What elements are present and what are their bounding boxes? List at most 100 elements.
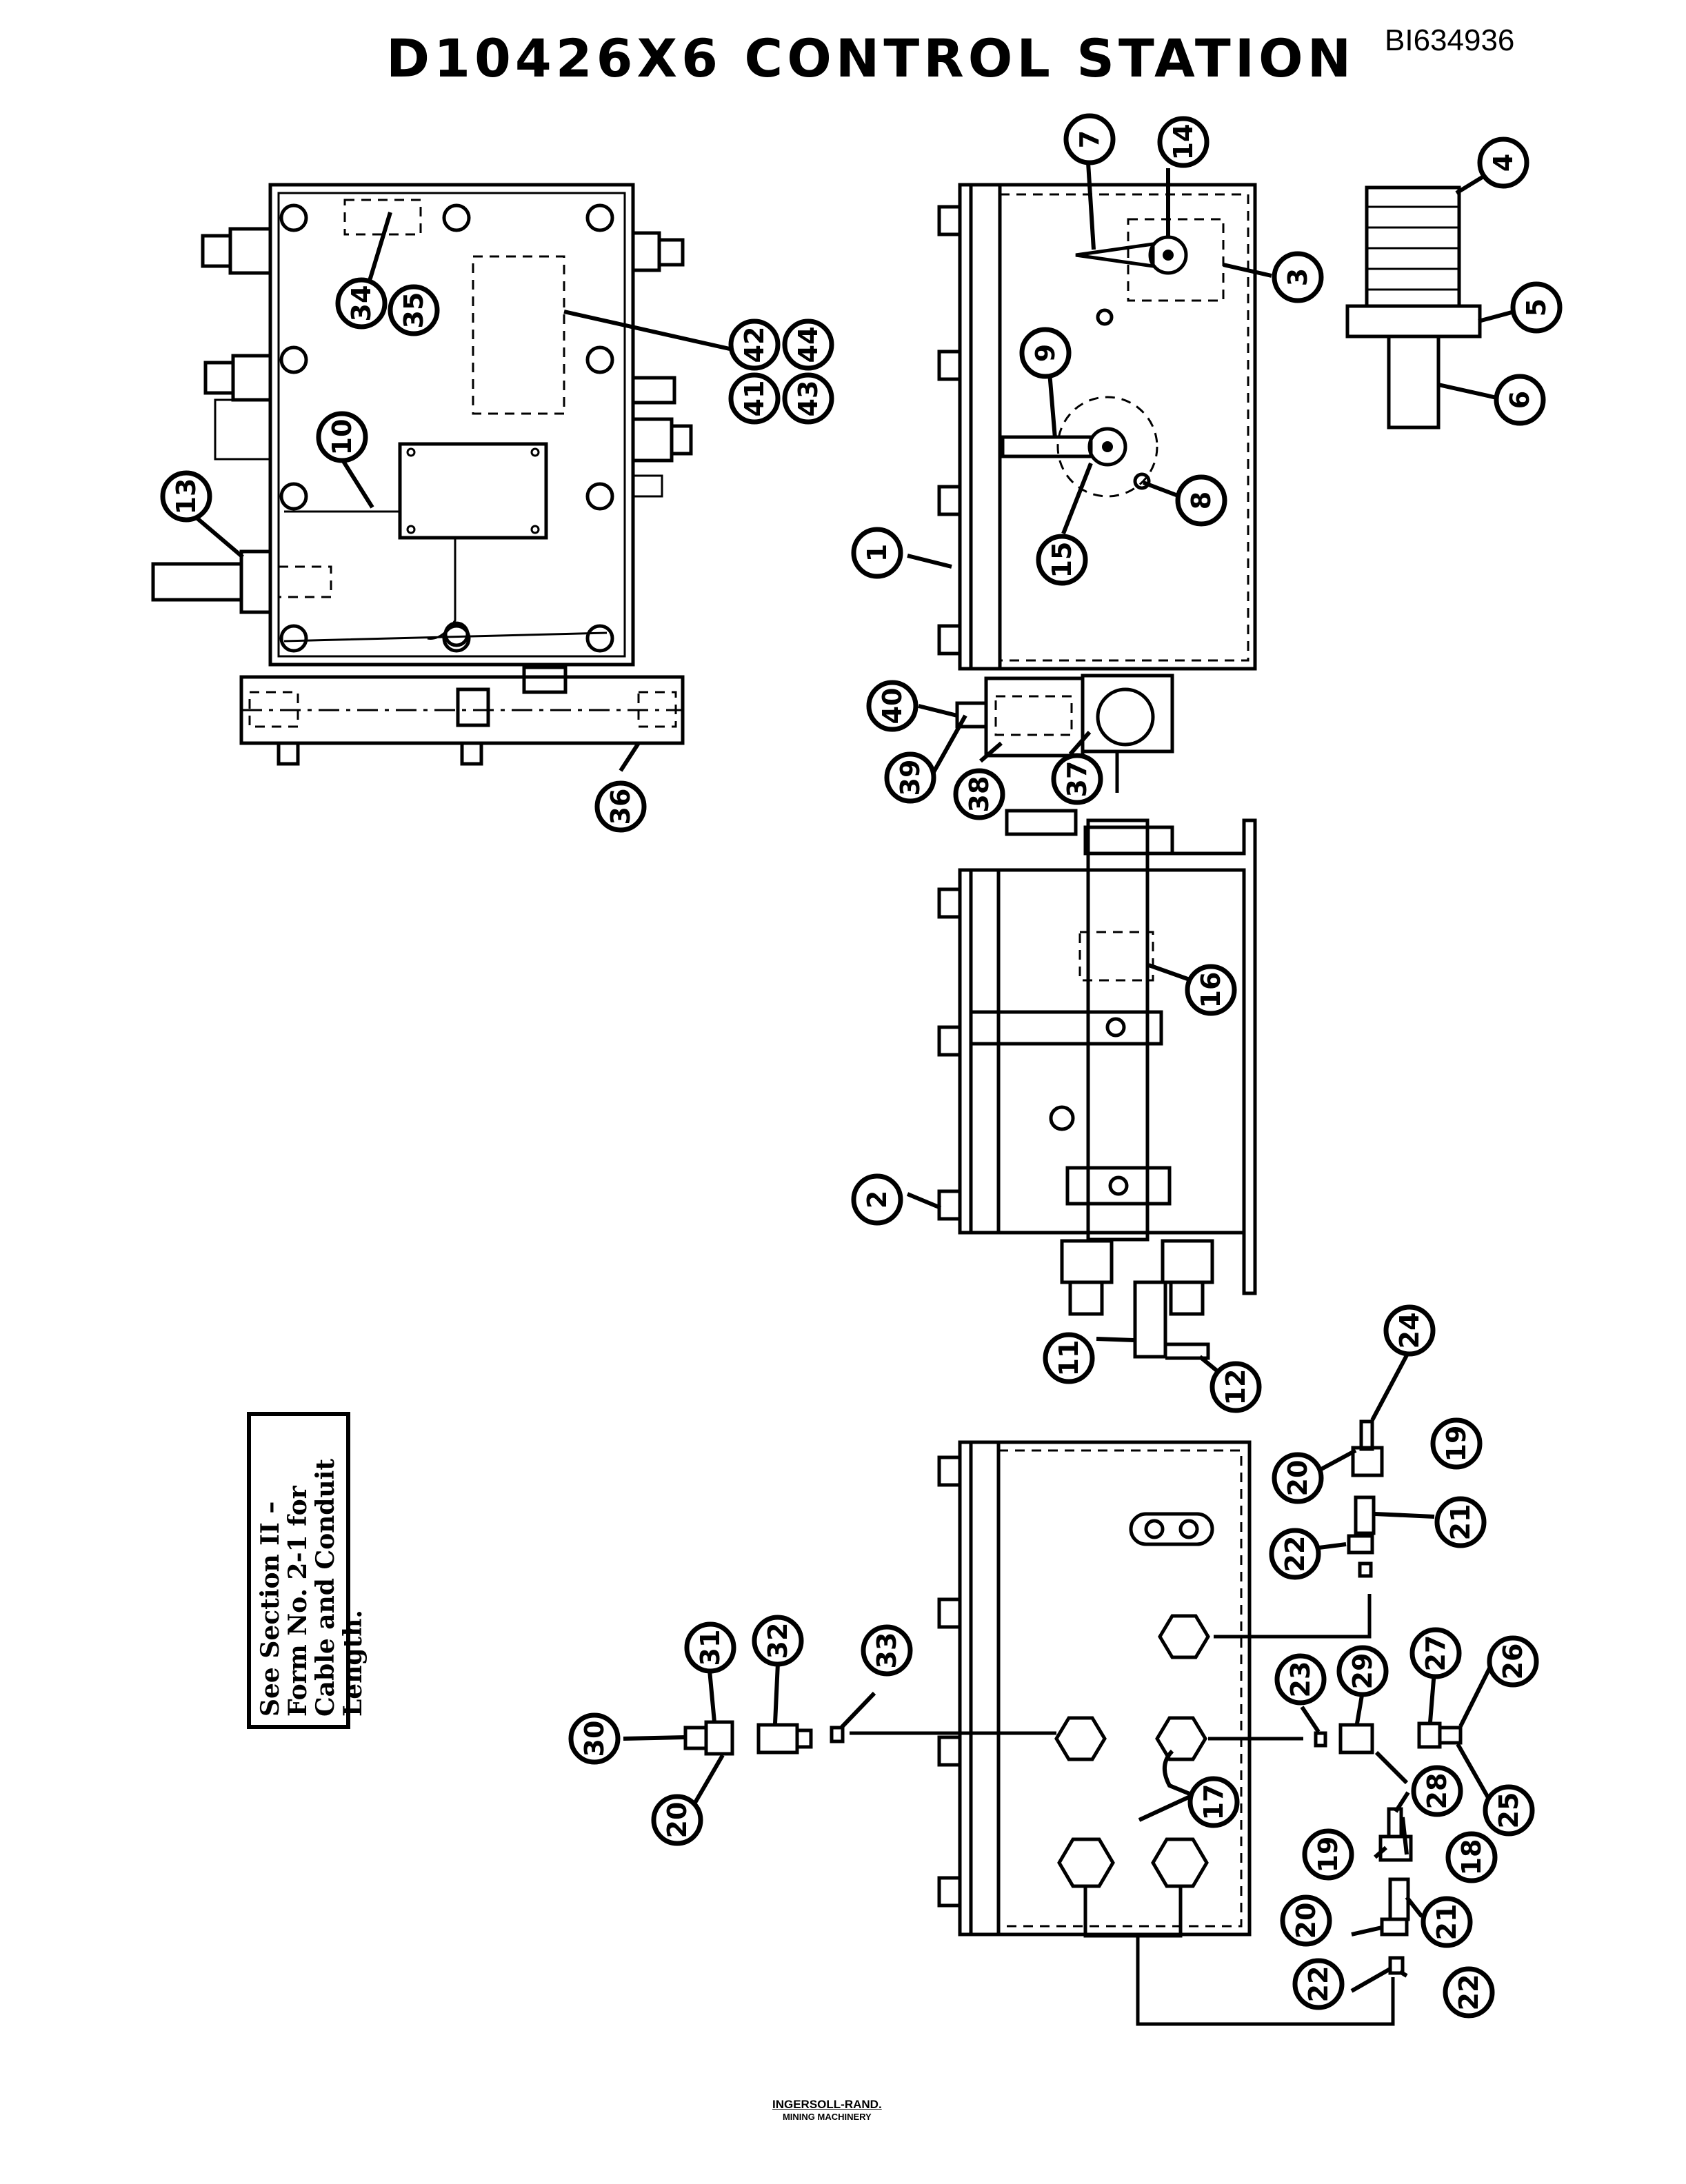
callout-7-label: 7	[1074, 130, 1105, 148]
enclosure-lower-view	[937, 1440, 1252, 1938]
callout-20-lower-label: 20	[1291, 1903, 1321, 1939]
callout-36: 36	[594, 780, 647, 833]
callout-22: 22	[1269, 1528, 1321, 1580]
company-logo: INGERSOLL-RAND. MINING MACHINERY	[772, 2099, 882, 2123]
callout-33: 33	[861, 1624, 913, 1677]
callout-24-label: 24	[1394, 1313, 1425, 1349]
callout-19-lower: 19	[1302, 1828, 1354, 1881]
callout-20-lower: 20	[1280, 1894, 1332, 1947]
callout-20-left: 20	[651, 1794, 703, 1846]
callout-22-lower-label: 22	[1454, 1974, 1484, 2011]
callout-34-label: 34	[346, 285, 377, 322]
callout-14: 14	[1157, 116, 1210, 168]
logo-name: INGERSOLL-RAND.	[772, 2098, 882, 2111]
document-id: BI634936	[1385, 23, 1515, 57]
callout-14-label: 14	[1168, 124, 1198, 161]
callout-43-label: 43	[793, 381, 823, 417]
callout-4-label: 4	[1488, 154, 1518, 172]
callout-12-label: 12	[1221, 1369, 1251, 1406]
callout-5: 5	[1510, 281, 1563, 334]
callout-35: 35	[388, 284, 440, 336]
callout-1: 1	[851, 527, 903, 579]
callout-42-label: 42	[739, 327, 770, 363]
callout-41-label: 41	[739, 381, 770, 417]
callout-21-lower: 21	[1421, 1896, 1473, 1948]
callout-19-lower-label: 19	[1313, 1837, 1343, 1873]
callout-30: 30	[568, 1712, 621, 1765]
callout-44: 44	[782, 318, 834, 371]
coupling-assembly	[955, 674, 1174, 836]
callout-17-label: 17	[1198, 1784, 1229, 1821]
callout-35-label: 35	[399, 292, 429, 329]
callout-27: 27	[1409, 1627, 1462, 1679]
callout-10-label: 10	[327, 419, 357, 456]
callout-18: 18	[1445, 1831, 1498, 1883]
callout-13: 13	[160, 470, 212, 523]
callout-19: 19	[1430, 1417, 1483, 1470]
callout-44-label: 44	[793, 327, 823, 363]
callout-11: 11	[1043, 1332, 1095, 1384]
callout-13-label: 13	[171, 478, 201, 515]
callout-33-label: 33	[872, 1632, 902, 1669]
callout-21-label: 21	[1445, 1504, 1476, 1541]
logo-division: MINING MACHINERY	[782, 2112, 872, 2122]
callout-5-label: 5	[1521, 299, 1552, 316]
callout-23-lower: 22	[1292, 1958, 1345, 2010]
enclosure-top-view	[151, 183, 693, 766]
callout-2-label: 2	[862, 1191, 892, 1209]
callout-36-label: 36	[605, 789, 636, 825]
callout-25-label: 25	[1494, 1792, 1524, 1829]
callout-4: 4	[1477, 136, 1529, 189]
callout-26: 26	[1487, 1635, 1539, 1688]
note-box: See Section II – Form No. 2-1 for Cable …	[247, 1412, 368, 1729]
callout-7: 7	[1063, 113, 1116, 165]
enclosure-middle-view	[937, 818, 1257, 1360]
callout-21-lower-label: 21	[1432, 1904, 1462, 1941]
callout-21: 21	[1434, 1496, 1487, 1548]
callout-31: 31	[684, 1621, 736, 1674]
callout-23-label: 23	[1285, 1661, 1316, 1698]
callout-12: 12	[1210, 1361, 1262, 1413]
callout-25: 25	[1483, 1784, 1535, 1837]
callout-31-label: 31	[695, 1630, 725, 1666]
callout-22-lower: 22	[1443, 1966, 1495, 2019]
callout-11-label: 11	[1054, 1340, 1084, 1377]
callout-10: 10	[316, 411, 368, 463]
callout-37-label: 37	[1062, 761, 1092, 798]
page-title: D10426X6 CONTROL STATION	[386, 28, 1356, 89]
callout-20-label: 20	[1283, 1460, 1313, 1497]
callout-6-label: 6	[1505, 391, 1535, 409]
callout-32-label: 32	[763, 1623, 793, 1659]
callout-20: 20	[1272, 1452, 1324, 1504]
callout-28-label: 28	[1422, 1773, 1452, 1810]
callout-6: 6	[1494, 374, 1546, 426]
callout-27-label: 27	[1421, 1635, 1451, 1672]
callout-1-label: 1	[862, 544, 892, 562]
callout-41: 41	[728, 372, 781, 425]
leader-lines	[186, 161, 1515, 1993]
callout-43: 43	[782, 372, 834, 425]
callout-18-label: 18	[1456, 1839, 1487, 1876]
callout-17: 17	[1187, 1776, 1240, 1828]
callout-19-label: 19	[1441, 1426, 1472, 1462]
callout-39-label: 39	[895, 760, 925, 796]
enclosure-side-view	[937, 183, 1257, 671]
callout-9: 9	[1019, 327, 1072, 379]
callout-3: 3	[1272, 251, 1324, 303]
callout-23: 23	[1274, 1653, 1327, 1706]
callout-38-label: 38	[964, 776, 994, 813]
callout-16: 16	[1185, 964, 1237, 1016]
callout-20-left-label: 20	[662, 1802, 692, 1839]
callout-38: 38	[953, 768, 1005, 820]
callout-39: 39	[884, 751, 936, 804]
callout-3-label: 3	[1283, 268, 1313, 286]
callout-22-label: 22	[1280, 1536, 1310, 1573]
callout-32: 32	[752, 1615, 804, 1667]
callout-8-label: 8	[1186, 492, 1216, 509]
callout-30-label: 30	[579, 1721, 610, 1757]
callout-2: 2	[851, 1173, 903, 1226]
callout-42: 42	[728, 318, 781, 371]
callout-8: 8	[1175, 474, 1227, 527]
callout-23-lower-label: 22	[1303, 1966, 1334, 2003]
